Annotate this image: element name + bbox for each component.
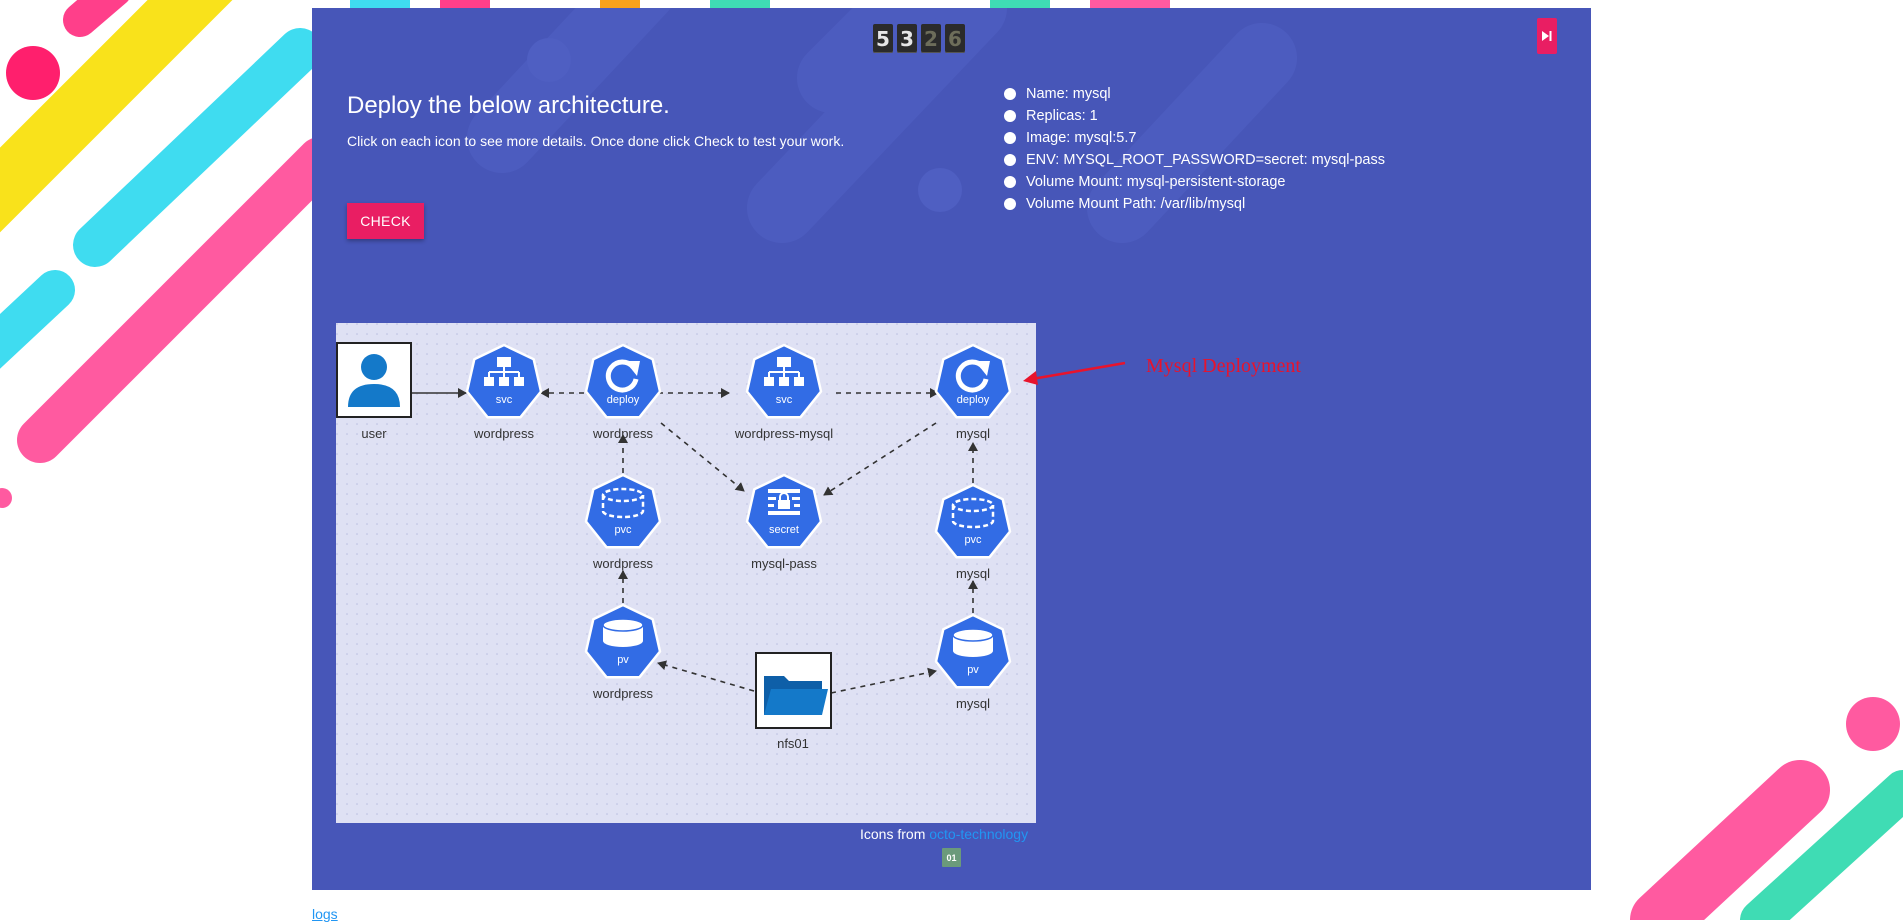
detail-text: Name: mysql [1026, 86, 1111, 102]
node-svc-wordpress[interactable]: svc wordpress [465, 343, 543, 441]
skip-next-icon [1542, 31, 1552, 41]
node-kind: secret [769, 524, 799, 536]
countdown-timer: 5 3 2 6 [873, 24, 965, 53]
node-label: mysql-pass [751, 556, 817, 571]
node-kind: pvc [964, 534, 982, 546]
pv-icon [602, 618, 644, 647]
detail-text: ENV: MYSQL_ROOT_PASSWORD=secret: mysql-p… [1026, 152, 1385, 168]
deployment-icon [605, 359, 640, 393]
page-badge: 01 [942, 848, 961, 867]
detail-item: Replicas: 1 [1004, 105, 1385, 127]
node-deploy-mysql[interactable]: deploy mysql [934, 343, 1012, 441]
node-label: user [361, 426, 387, 441]
secret-icon [768, 489, 800, 515]
timer-digit: 2 [921, 24, 941, 53]
detail-item: Volume Mount Path: /var/lib/mysql [1004, 193, 1385, 215]
annotation-arrow [1023, 361, 1126, 385]
logs-link[interactable]: logs [312, 906, 338, 922]
node-label: wordpress [592, 556, 653, 571]
node-kind: deploy [607, 394, 640, 406]
detail-text: Volume Mount: mysql-persistent-storage [1026, 174, 1286, 190]
service-icon [764, 357, 804, 386]
detail-item: ENV: MYSQL_ROOT_PASSWORD=secret: mysql-p… [1004, 149, 1385, 171]
task-subtitle: Click on each icon to see more details. … [347, 133, 845, 149]
detail-text: Volume Mount Path: /var/lib/mysql [1026, 196, 1246, 212]
check-button[interactable]: CHECK [347, 203, 424, 239]
node-pvc-wordpress[interactable]: pvc wordpress [584, 473, 662, 571]
node-label: wordpress [592, 686, 653, 701]
bullet-icon [1004, 88, 1016, 100]
annotation-label: Mysql Deployment [1146, 355, 1301, 377]
deployment-icon [955, 359, 990, 393]
node-svc-wordpress-mysql[interactable]: svc wordpress-mysql [734, 343, 833, 441]
icon-credits: Icons from octo-technology [860, 826, 1028, 842]
node-kind: pv [967, 664, 979, 676]
pvc-icon [951, 497, 995, 529]
node-kind: svc [496, 394, 513, 406]
node-user[interactable]: user [336, 342, 412, 441]
node-kind: pv [617, 654, 629, 666]
timer-digit: 3 [897, 24, 917, 53]
task-title: Deploy the below architecture. [347, 92, 670, 119]
bullet-icon [1004, 198, 1016, 210]
folder-icon [764, 676, 828, 715]
timer-digit: 5 [873, 24, 893, 53]
node-kind: deploy [957, 394, 990, 406]
node-kind: svc [776, 394, 793, 406]
node-pv-mysql[interactable]: pv mysql [934, 613, 1012, 711]
detail-item: Volume Mount: mysql-persistent-storage [1004, 171, 1385, 193]
detail-text: Replicas: 1 [1026, 108, 1098, 124]
node-deploy-wordpress[interactable]: deploy wordpress [584, 343, 662, 441]
node-label: mysql [956, 566, 990, 581]
detail-item: Name: mysql [1004, 83, 1385, 105]
node-label: wordpress [592, 426, 653, 441]
node-pv-wordpress[interactable]: pv wordpress [584, 603, 662, 701]
node-secret-mysql-pass[interactable]: secret mysql-pass [745, 473, 823, 571]
credits-prefix: Icons from [860, 826, 930, 842]
details-list: Name: mysql Replicas: 1 Image: mysql:5.7… [1004, 83, 1385, 215]
node-label: mysql [956, 426, 990, 441]
bullet-icon [1004, 110, 1016, 122]
skip-button[interactable] [1537, 18, 1557, 54]
service-icon [484, 357, 524, 386]
node-nfs01[interactable]: nfs01 [755, 652, 832, 751]
pv-icon [952, 628, 994, 657]
node-label: wordpress [473, 426, 534, 441]
user-icon [348, 354, 400, 407]
node-label: mysql [956, 696, 990, 711]
detail-text: Image: mysql:5.7 [1026, 130, 1137, 146]
node-label: wordpress-mysql [734, 426, 833, 441]
node-label: nfs01 [777, 736, 809, 751]
timer-digit: 6 [945, 24, 965, 53]
node-pvc-mysql[interactable]: pvc mysql [934, 483, 1012, 581]
credits-link[interactable]: octo-technology [929, 826, 1029, 842]
node-kind: pvc [614, 524, 632, 536]
detail-item: Image: mysql:5.7 [1004, 127, 1385, 149]
pvc-icon [601, 487, 645, 519]
bullet-icon [1004, 176, 1016, 188]
bullet-icon [1004, 154, 1016, 166]
bullet-icon [1004, 132, 1016, 144]
architecture-diagram: user svc wordpress deploy wordpress [336, 323, 1036, 823]
